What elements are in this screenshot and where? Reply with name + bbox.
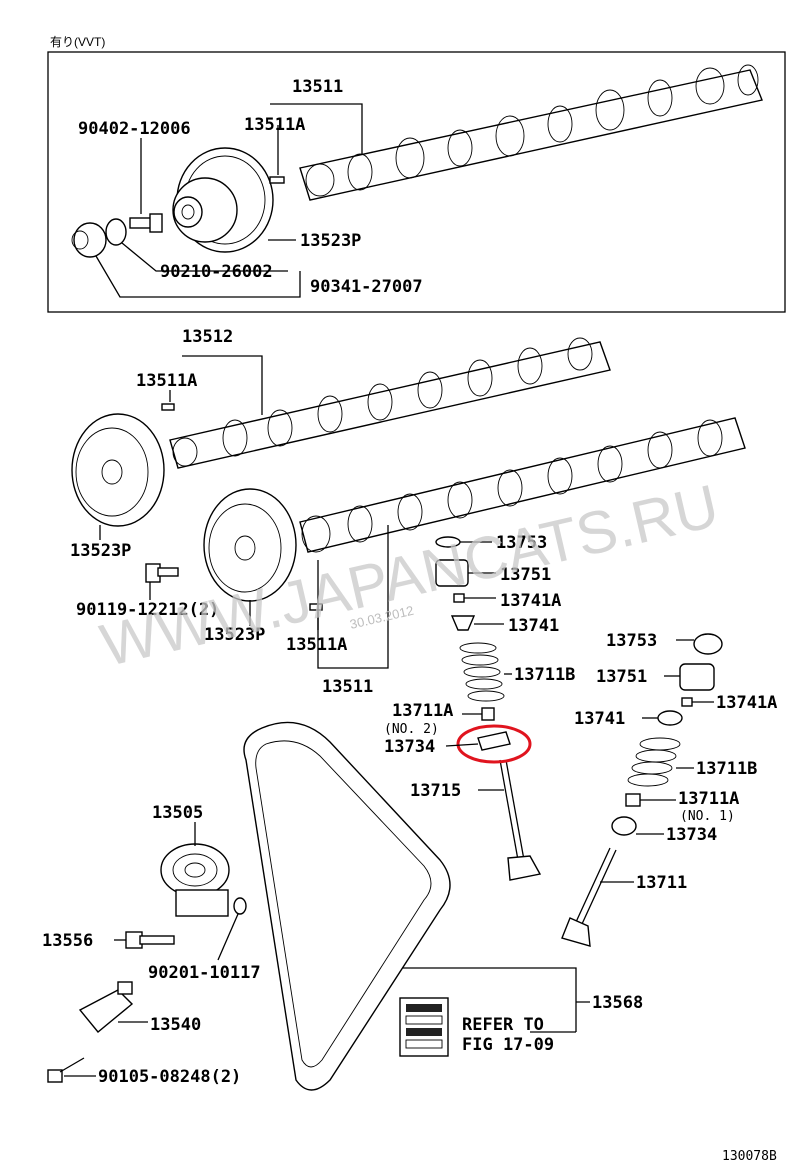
refer-line-2: FIG 17-09 <box>462 1035 554 1055</box>
retainer-13741-b <box>657 710 683 726</box>
camshaft-13511-lower <box>299 417 746 553</box>
label-13711a-b: 13711A <box>678 789 739 809</box>
refer-figure-icon <box>399 997 449 1057</box>
label-13711b-b: 13711B <box>696 759 757 779</box>
bolt-13556 <box>125 931 175 949</box>
lifter-13751-b <box>679 663 715 691</box>
label-no1: (NO. 1) <box>680 809 735 824</box>
label-no2: (NO. 2) <box>384 722 439 737</box>
label-13711: 13711 <box>636 873 687 893</box>
seat-13711a-b <box>625 793 641 807</box>
label-13511a-bot: 13511A <box>286 635 347 655</box>
label-13753-a: 13753 <box>496 533 547 553</box>
label-13741-b: 13741 <box>574 709 625 729</box>
label-13511a-mid: 13511A <box>136 371 197 391</box>
shim-13753-b <box>693 633 723 655</box>
highlight-ring <box>456 724 532 764</box>
label-13523p-top: 13523P <box>300 231 361 251</box>
label-13511-bot: 13511 <box>322 677 373 697</box>
vvt-frame <box>47 51 786 313</box>
label-13505: 13505 <box>152 803 203 823</box>
label-13523p-left: 13523P <box>70 541 131 561</box>
label-13511-top: 13511 <box>292 77 343 97</box>
bolt-90402-12006 <box>129 213 163 233</box>
valve-13711 <box>561 847 617 947</box>
label-13741a-a: 13741A <box>500 591 561 611</box>
header-note: 有り(VVT) <box>50 35 105 49</box>
label-90201-10117: 90201-10117 <box>148 963 261 983</box>
label-13540: 13540 <box>150 1015 201 1035</box>
label-13512: 13512 <box>182 327 233 347</box>
label-13751-b: 13751 <box>596 667 647 687</box>
timing-belt-13568 <box>243 721 451 1091</box>
vvt-sprocket-13523p <box>172 147 274 253</box>
label-90105-08248: 90105-08248(2) <box>98 1067 241 1087</box>
label-13741a-b: 13741A <box>716 693 777 713</box>
label-13751-a: 13751 <box>500 565 551 585</box>
pin-13511a-mid <box>161 403 175 411</box>
pin-13511a-top <box>269 176 285 184</box>
label-90402-12006: 90402-12006 <box>78 119 191 139</box>
sprocket-13523p-mid <box>203 488 297 602</box>
camshaft-13512 <box>169 337 611 469</box>
plug-90341-27007 <box>71 222 107 258</box>
seal-13734-a <box>477 731 511 751</box>
label-13741-a: 13741 <box>508 616 559 636</box>
refer-line-1: REFER TO <box>462 1015 544 1035</box>
label-13734-b: 13734 <box>666 825 717 845</box>
label-13523p-mid: 13523P <box>204 625 265 645</box>
washer-90201-10117 <box>233 897 247 915</box>
bolt-90105-08248 <box>47 1057 85 1083</box>
label-13511a-top: 13511A <box>244 115 305 135</box>
label-13556: 13556 <box>42 931 93 951</box>
spring-13711b-b <box>627 737 681 787</box>
bolt-90119-12212 <box>145 563 179 583</box>
valve-group-no2 <box>435 536 542 881</box>
pin-13511a-bot <box>309 603 323 611</box>
camshaft-13511-vvt <box>299 64 763 201</box>
tensioner-pulley-13505 <box>160 843 230 917</box>
label-13711b-a: 13711B <box>514 665 575 685</box>
label-90210-26002: 90210-26002 <box>160 262 273 282</box>
label-13715: 13715 <box>410 781 461 801</box>
label-13753-b: 13753 <box>606 631 657 651</box>
tensioner-13540 <box>78 981 134 1033</box>
valve-13715 <box>499 759 542 881</box>
keeper-13741a-b <box>681 697 693 707</box>
retainer-13741-a <box>450 615 476 631</box>
washer-90210-26002 <box>105 218 127 246</box>
label-90341-27007: 90341-27007 <box>310 277 423 297</box>
label-90119-12212: 90119-12212(2) <box>76 600 219 620</box>
figure-id: 130078B <box>722 1149 777 1164</box>
seat-13711a-a <box>481 707 495 721</box>
label-13568: 13568 <box>592 993 643 1013</box>
sprocket-13523p-left <box>71 413 165 527</box>
label-13711a-a: 13711A <box>392 701 453 721</box>
label-13734-a: 13734 <box>384 737 435 757</box>
spring-13711b-a <box>459 642 505 702</box>
seal-13734-b <box>611 816 637 836</box>
